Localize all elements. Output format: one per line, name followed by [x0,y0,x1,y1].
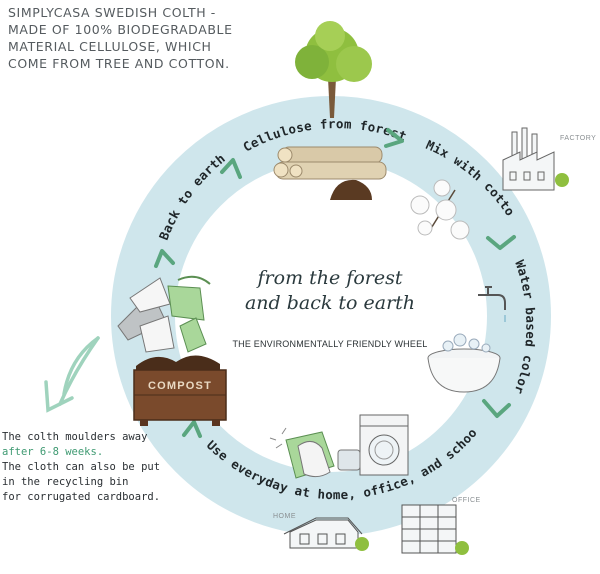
arrow-icon [482,399,511,418]
arrow-icon [154,249,175,268]
header-line-3: MATERIAL CELLULOSE, WHICH [8,39,212,54]
center-title-line-1: from the forest [257,267,403,289]
compost-label: COMPOST [148,380,212,392]
wash-bowl-icon [427,333,501,393]
side-note-line-4: in the recycling bin [2,476,129,488]
header-text: SIMPLYCASA SWEDISH COLTH - MADE OF 100% … [8,4,258,72]
office-label: OFFICE [452,497,481,504]
tree-icon [295,21,372,118]
side-note-line-5: for corrugated cardboard. [2,491,161,503]
home-label: HOME [273,513,296,520]
header-line-1: SIMPLYCASA SWEDISH COLTH - [8,5,216,20]
arrow-icon [486,235,516,250]
cotton-icon [410,179,470,240]
arrow-icon [182,420,202,438]
side-note-line-3: The cloth can also be put [2,461,161,473]
center-title-line-2: and back to earth [244,292,416,314]
side-note-highlight: after 6-8 weeks. [2,446,104,458]
office-building-icon [401,504,469,555]
header-line-2: MADE OF 100% BIODEGRADABLE [8,22,233,37]
washing-machine-icon [337,414,409,476]
center-subtitle: THE ENVIRONMENTALLY FRIENDLY WHEEL [232,339,428,349]
logs-icon [273,146,387,200]
arrow-icon [220,158,242,179]
factory-icon [502,127,569,191]
cloth-pieces-icon [117,275,211,353]
side-note: The colth moulders away after 6-8 weeks.… [2,430,202,505]
house-icon [283,517,369,551]
center-title: from the forest and back to earth [218,266,442,316]
factory-label: FACTORY [560,135,596,142]
side-note-line-1: The colth moulders away [2,431,148,443]
header-line-4: COME FROM TREE AND COTTON. [8,56,230,71]
cleaning-hand-icon [269,427,335,479]
compost-box-icon [133,355,227,426]
recycle-arrow-icon [44,336,100,413]
faucet-icon [478,286,506,322]
arrow-icon [384,128,404,148]
